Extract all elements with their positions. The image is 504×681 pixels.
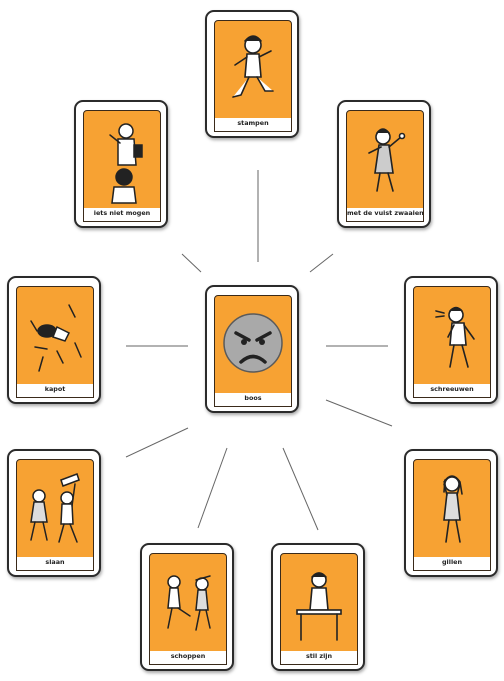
card-label: slaan: [16, 557, 94, 571]
card-stampen[interactable]: stampen: [205, 10, 299, 138]
spoke-met-de-vuist-zwaaien: [310, 254, 333, 272]
card-schoppen[interactable]: schoppen: [140, 543, 234, 671]
spoke-gillen: [326, 400, 392, 426]
spoke-iets-niet-mogen: [182, 254, 201, 272]
card-label: stampen: [214, 118, 292, 132]
shouting-child-icon: [414, 287, 490, 385]
card-art: [346, 110, 424, 210]
card-label: schoppen: [149, 651, 227, 665]
card-art: [214, 295, 292, 395]
card-kapot[interactable]: kapot: [7, 276, 101, 404]
card-iets-niet-mogen[interactable]: iets niet mogen: [74, 100, 168, 228]
card-art: [214, 20, 292, 120]
spoke-schoppen: [198, 448, 227, 528]
card-label: iets niet mogen: [83, 208, 161, 222]
card-boos[interactable]: boos: [205, 285, 299, 413]
card-met-de-vuist-zwaaien[interactable]: met de vuist zwaaien: [337, 100, 431, 228]
card-art: [280, 553, 358, 653]
card-stil-zijn[interactable]: stil zijn: [271, 543, 365, 671]
fist-shaking-girl-icon: [347, 111, 423, 209]
card-label: met de vuist zwaaien: [346, 208, 424, 222]
card-slaan[interactable]: slaan: [7, 449, 101, 577]
card-art: [16, 459, 94, 559]
screaming-girl-icon: [414, 460, 490, 558]
boy-at-table-icon: [281, 554, 357, 652]
card-art: [413, 459, 491, 559]
broken-doll-icon: [17, 287, 93, 385]
adult-forbids-child-icon: [84, 111, 160, 209]
spoke-slaan: [126, 428, 188, 457]
card-art: [413, 286, 491, 386]
card-label: gillen: [413, 557, 491, 571]
card-schreeuwen[interactable]: schreeuwen: [404, 276, 498, 404]
card-label: kapot: [16, 384, 94, 398]
card-art: [16, 286, 94, 386]
stomping-boy-icon: [215, 21, 291, 119]
card-label: schreeuwen: [413, 384, 491, 398]
kicking-children-icon: [150, 554, 226, 652]
card-label: boos: [214, 393, 292, 407]
card-gillen[interactable]: gillen: [404, 449, 498, 577]
angry-face-icon: [215, 296, 291, 394]
hitting-children-icon: [17, 460, 93, 558]
spoke-stil-zijn: [283, 448, 318, 530]
card-label: stil zijn: [280, 651, 358, 665]
card-art: [149, 553, 227, 653]
card-art: [83, 110, 161, 210]
